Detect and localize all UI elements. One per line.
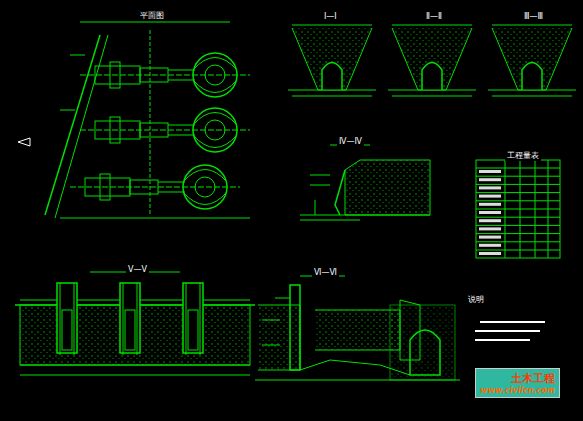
label: Ⅰ—Ⅰ [322, 12, 339, 21]
label: Ⅳ—Ⅳ [337, 137, 364, 146]
label: 工程量表 [505, 150, 541, 161]
notes-lines [475, 322, 545, 340]
cross-sections [288, 25, 576, 96]
label: Ⅲ—Ⅲ [522, 12, 545, 21]
quantity-table [476, 160, 560, 258]
label: Ⅱ—Ⅱ [424, 12, 444, 21]
watermark-text: 土木工程 [480, 371, 555, 386]
watermark-text: www.civilcn.com [480, 386, 555, 395]
label: 说明 [466, 294, 486, 305]
plan-view [18, 22, 250, 218]
longitudinal-section [255, 276, 460, 380]
label: Ⅵ—Ⅵ [312, 268, 339, 277]
watermark-box: 土木工程www.civilcn.com [475, 368, 560, 398]
elevation [15, 272, 255, 375]
label: Ⅴ—Ⅴ [126, 265, 149, 274]
wall-section [300, 145, 430, 220]
label: 平面图 [138, 10, 166, 21]
